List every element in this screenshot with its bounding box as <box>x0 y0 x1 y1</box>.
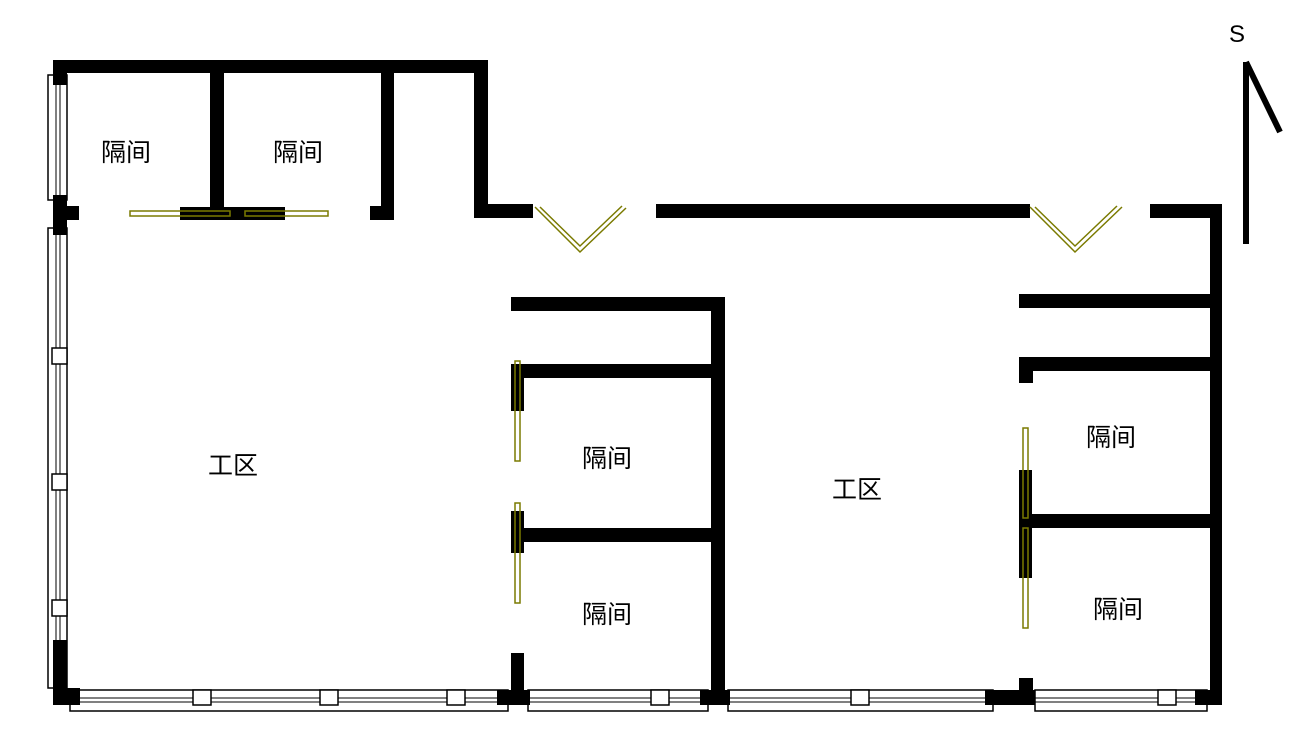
north-label: S <box>1229 21 1245 48</box>
room-label: 隔间 <box>101 138 151 167</box>
room-labels: 隔间 隔间 工区 隔间 隔间 工区 隔间 隔间 <box>101 138 1143 629</box>
room-label: 隔间 <box>273 138 323 167</box>
room-label: 工区 <box>832 475 882 504</box>
room-label: 隔间 <box>1093 595 1143 624</box>
room-label: 隔间 <box>1086 423 1136 452</box>
north-arrow: S <box>1229 21 1283 244</box>
room-label: 隔间 <box>582 600 632 629</box>
windows <box>47 74 1208 712</box>
room-label: 隔间 <box>582 444 632 473</box>
room-label: 工区 <box>208 451 258 480</box>
walls <box>53 60 1222 705</box>
doors <box>129 205 1123 629</box>
